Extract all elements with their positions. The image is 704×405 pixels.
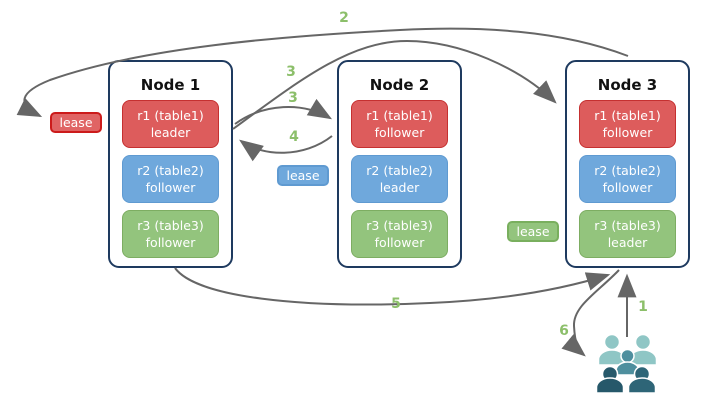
- node3-replica-r1: r1 (table1) follower: [579, 100, 676, 148]
- step-number-5: 5: [391, 296, 401, 312]
- node2-replica-r3: r3 (table3) follower: [351, 210, 448, 258]
- node1-replica-r3: r3 (table3) follower: [122, 210, 219, 258]
- node-3-title: Node 3: [597, 76, 658, 94]
- lease-chip-table3: lease: [507, 221, 559, 242]
- users-group-icon: [595, 333, 658, 394]
- step-number-3b: 3: [288, 90, 298, 106]
- node-2-title: Node 2: [369, 76, 430, 94]
- step-number-3a: 3: [286, 64, 296, 80]
- replica-name: r1 (table1): [366, 108, 433, 123]
- replica-name: r2 (table2): [594, 163, 661, 178]
- arrow-6-node3-to-users: [561, 269, 620, 357]
- replica-name: r3 (table3): [594, 218, 661, 233]
- replica-name: r3 (table3): [366, 218, 433, 233]
- replica-name: r1 (table1): [594, 108, 661, 123]
- replica-role: follower: [602, 180, 653, 195]
- step-number-4: 4: [289, 129, 299, 145]
- replica-name: r1 (table1): [137, 108, 204, 123]
- replica-role: follower: [145, 235, 196, 250]
- arrow-3-node1-to-node2: [234, 98, 333, 125]
- node3-replica-r3: r3 (table3) leader: [579, 210, 676, 258]
- replica-role: follower: [374, 235, 425, 250]
- person-icon: [595, 365, 625, 394]
- lease-chip-table1: lease: [50, 112, 102, 133]
- arrow-4-node2-to-node1: [239, 135, 333, 162]
- node1-replica-r2: r2 (table2) follower: [122, 155, 219, 203]
- lease-chip-table2: lease: [277, 165, 329, 186]
- replica-role: follower: [602, 125, 653, 140]
- replica-role: leader: [379, 180, 420, 195]
- node-2-box: Node 2 r1 (table1) follower r2 (table2) …: [337, 60, 462, 268]
- node-1-box: Node 1 r1 (table1) leader r2 (table2) fo…: [108, 60, 233, 268]
- replica-role: follower: [145, 180, 196, 195]
- replica-name: r2 (table2): [137, 163, 204, 178]
- replica-name: r2 (table2): [366, 163, 433, 178]
- person-icon: [597, 333, 627, 366]
- step-number-6: 6: [559, 323, 569, 339]
- replica-role: follower: [374, 125, 425, 140]
- replica-name: r3 (table3): [137, 218, 204, 233]
- step-number-1: 1: [638, 299, 648, 315]
- node-1-title: Node 1: [140, 76, 201, 94]
- node-3-box: Node 3 r1 (table1) follower r2 (table2) …: [565, 60, 690, 268]
- node2-replica-r2: r2 (table2) leader: [351, 155, 448, 203]
- person-icon: [627, 365, 657, 394]
- person-icon: [628, 333, 658, 366]
- person-icon: [615, 348, 640, 376]
- replica-role: leader: [607, 235, 648, 250]
- node3-replica-r2: r2 (table2) follower: [579, 155, 676, 203]
- node1-replica-r1: r1 (table1) leader: [122, 100, 219, 148]
- step-number-2: 2: [339, 10, 349, 26]
- replica-role: leader: [150, 125, 191, 140]
- node2-replica-r1: r1 (table1) follower: [351, 100, 448, 148]
